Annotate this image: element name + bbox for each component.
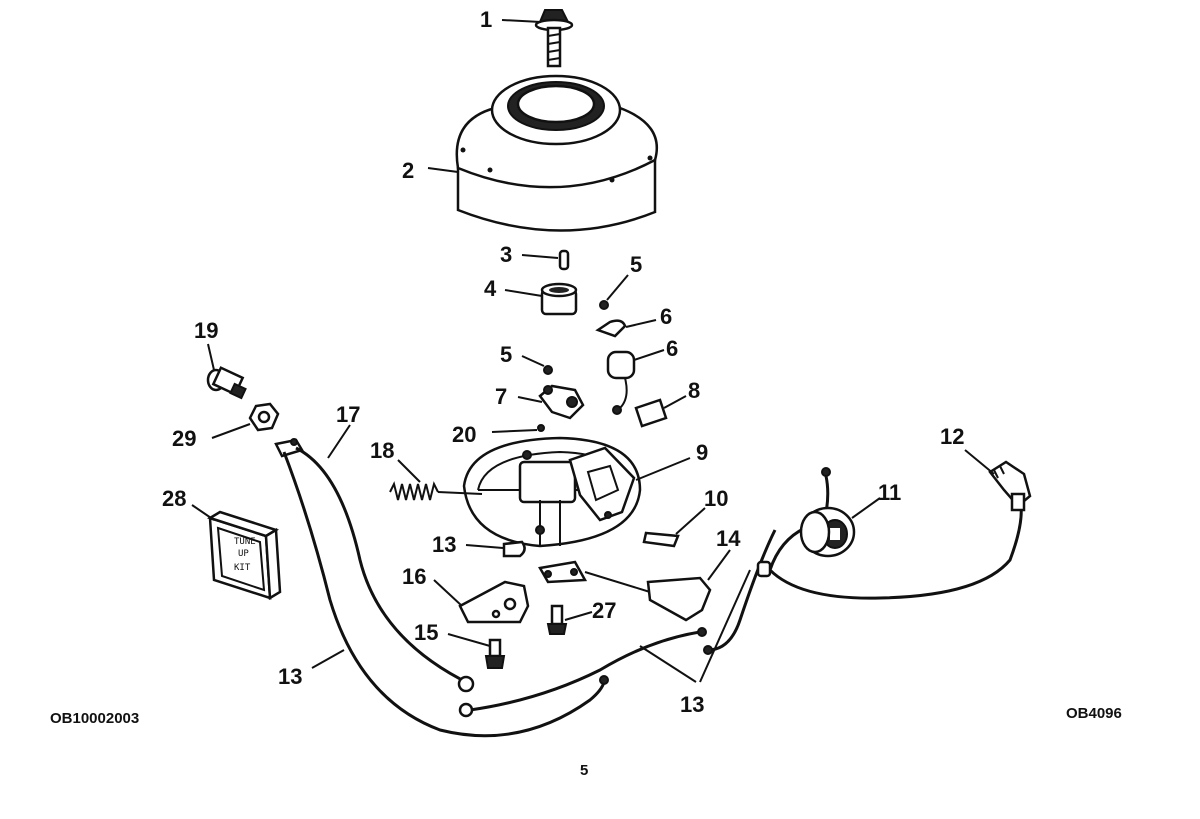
gasket-part: [458, 580, 530, 624]
leader-15: [447, 633, 491, 647]
figure-code-left: OB10002003: [50, 710, 139, 727]
screw-upper-part: [599, 300, 609, 310]
callout-8: 8: [688, 378, 700, 403]
leader-1: [501, 19, 542, 23]
leader-27: [564, 611, 593, 621]
nut-part: [248, 402, 280, 432]
callout-17: 17: [336, 402, 360, 427]
screw-27-part: [546, 604, 568, 635]
leader-11: [851, 497, 881, 519]
throttle-arm-part: [538, 560, 712, 622]
tune-up-kit-box: TUNE UP KIT: [206, 510, 282, 601]
leader-16: [433, 579, 463, 607]
condenser-part: [606, 350, 636, 415]
callout-9: 9: [696, 440, 708, 465]
leader-14: [707, 549, 731, 581]
leader-18: [397, 459, 421, 483]
bolt-part: [534, 9, 574, 68]
felt-part: [634, 398, 668, 428]
callout-13-left: 13: [278, 664, 302, 689]
leader-6b: [633, 349, 665, 361]
page-number: 5: [580, 762, 588, 779]
kit-text-line2: UP: [238, 549, 249, 559]
leader-20: [491, 429, 538, 433]
leader-29: [211, 423, 251, 439]
callout-13-right: 13: [680, 692, 704, 717]
leader-10: [675, 507, 706, 535]
leader-5b: [521, 355, 545, 367]
clip-part: [502, 540, 526, 558]
plug-boot-part: [988, 460, 1032, 512]
callout-3: 3: [500, 242, 512, 267]
leader-3: [521, 254, 559, 259]
leader-8: [663, 395, 687, 409]
leader-13a: [465, 544, 504, 549]
leader-2: [427, 167, 459, 173]
callout-15: 15: [414, 620, 438, 645]
screw-20-part: [537, 424, 545, 432]
wiring-harness: [274, 438, 707, 738]
screw-15-part: [484, 638, 506, 669]
kit-text-line1: TUNE: [234, 537, 256, 547]
callout-4: 4: [484, 276, 497, 301]
leader-13c-2: [699, 569, 751, 683]
callout-27: 27: [592, 598, 616, 623]
spring-part: [389, 481, 483, 501]
kit-text-line3: KIT: [234, 563, 251, 573]
leader-17: [327, 424, 351, 459]
callout-29: 29: [172, 426, 196, 451]
callout-20: 20: [452, 422, 476, 447]
pin-part: [642, 531, 680, 548]
leader-6a: [625, 319, 657, 328]
leader-28: [191, 504, 215, 521]
clamp-part: [595, 319, 627, 338]
callout-10: 10: [704, 486, 728, 511]
leader-13b: [311, 649, 345, 669]
screw-lower-part: [543, 365, 553, 375]
callout-11: 11: [878, 480, 901, 505]
leader-9: [635, 457, 691, 481]
callout-6-upper: 6: [660, 304, 672, 329]
leader-7: [517, 396, 543, 403]
leader-4: [504, 289, 543, 297]
callout-1: 1: [480, 7, 492, 32]
callout-5-lower: 5: [500, 342, 512, 367]
leader-13c-1: [639, 645, 697, 683]
breaker-points-part: [538, 384, 585, 420]
callout-14: 14: [716, 526, 741, 551]
figure-code-right: OB4096: [1066, 705, 1122, 722]
callout-16: 16: [402, 564, 426, 589]
callout-28: 28: [162, 486, 186, 511]
callout-13-center: 13: [432, 532, 456, 557]
callout-19: 19: [194, 318, 218, 343]
ignition-coil-part: [703, 467, 1023, 655]
leader-12: [964, 449, 995, 475]
leader-5a: [606, 274, 629, 301]
callout-18: 18: [370, 438, 394, 463]
key-part: [558, 249, 570, 271]
armature-plate-part: [462, 436, 642, 548]
callout-2: 2: [402, 158, 414, 183]
callout-12: 12: [940, 424, 964, 449]
sleeve-part: [540, 282, 578, 316]
terminal-part: [206, 366, 247, 400]
leader-19: [207, 343, 215, 371]
callout-6-lower: 6: [666, 336, 678, 361]
flywheel-part: [455, 74, 658, 232]
callout-7: 7: [495, 384, 507, 409]
callout-5-upper: 5: [630, 252, 642, 277]
